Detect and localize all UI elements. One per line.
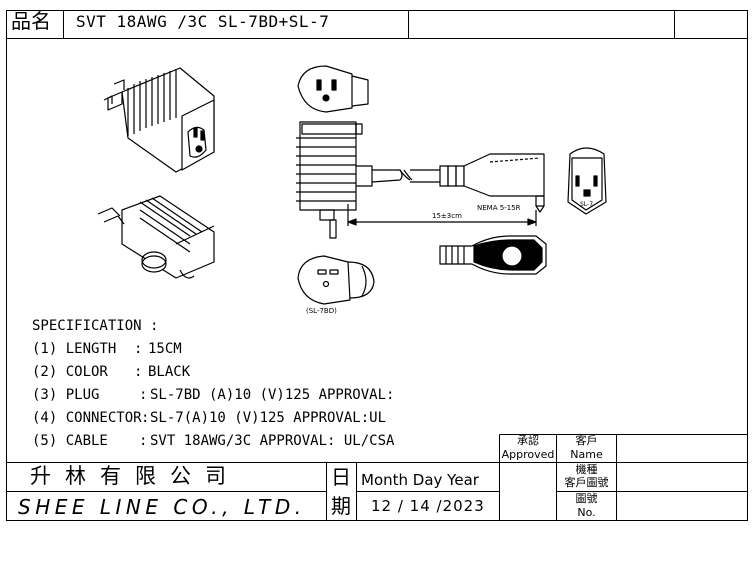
outlet-face-view — [567, 147, 607, 215]
outer-border — [6, 10, 748, 521]
spec-row-key: (3) PLUG — [32, 387, 100, 403]
adapter-iso-bottom — [97, 195, 215, 279]
approval-label-cn: 承認 — [517, 434, 539, 447]
company-name-en: SHEE LINE CO., LTD. — [18, 495, 306, 519]
customer-part-label-cn: 客戶圖號 — [564, 476, 609, 489]
outlet-face-label: SL-7 — [580, 201, 594, 208]
spec-row-key: (4) CONNECTOR — [32, 410, 142, 426]
connector-front-view — [297, 65, 369, 113]
approval-label-en: Approved — [501, 448, 555, 461]
adapter-iso-top — [103, 67, 215, 173]
plug-side-view — [296, 121, 373, 239]
model-label-cn: 機種 — [575, 463, 598, 476]
spec-row-key: (1) LENGTH — [32, 341, 117, 357]
spec-row-key: (2) COLOR — [32, 364, 108, 380]
drawing-no-label-cn: 圖號 — [575, 492, 598, 505]
spec-row-key: (5) CABLE — [32, 433, 108, 449]
spec-heading: SPECIFICATION : — [32, 318, 159, 334]
dimension-line — [347, 204, 537, 226]
drawing-no-label-en: No. — [577, 506, 596, 519]
spec-row-value: SL-7BD (A)10 (V)125 APPROVAL: — [150, 387, 395, 403]
spec-row-sep: : — [139, 387, 148, 403]
dimension-label: 15±3cm — [432, 212, 462, 220]
product-name-value: SVT 18AWG /3C SL-7BD+SL-7 — [76, 12, 330, 31]
customer-label-cn: 客戶 — [575, 434, 598, 447]
spec-row-sep: : — [139, 433, 148, 449]
date-header: Month Day Year — [361, 471, 479, 489]
spec-row-sep: : — [134, 364, 143, 380]
date-label-top: 日 — [331, 465, 351, 489]
spec-row-value: SVT 18AWG/3C APPROVAL: UL/CSA — [150, 433, 395, 449]
connector-side-view — [463, 153, 545, 213]
customer-label-en: Name — [570, 448, 603, 461]
nema-label: NEMA 5-15R — [477, 204, 521, 212]
connector-molded-view — [439, 235, 547, 275]
plug-caption: (SL-7BD) — [306, 307, 337, 315]
date-value: 12 / 14 /2023 — [371, 497, 485, 515]
spec-row-value: BLACK — [148, 364, 191, 380]
spec-row-value: 15CM — [148, 341, 182, 357]
spec-row-value: SL-7(A)10 (V)125 APPROVAL:UL — [150, 410, 387, 426]
spec-row-sep: : — [134, 341, 143, 357]
plug-face-view — [297, 255, 375, 305]
company-name-cn: 升林有限公司 — [30, 464, 240, 488]
cable — [371, 165, 465, 187]
spec-row-sep: : — [141, 410, 150, 426]
date-label-bottom: 期 — [331, 494, 351, 518]
product-name-label: 品名 — [11, 9, 51, 33]
